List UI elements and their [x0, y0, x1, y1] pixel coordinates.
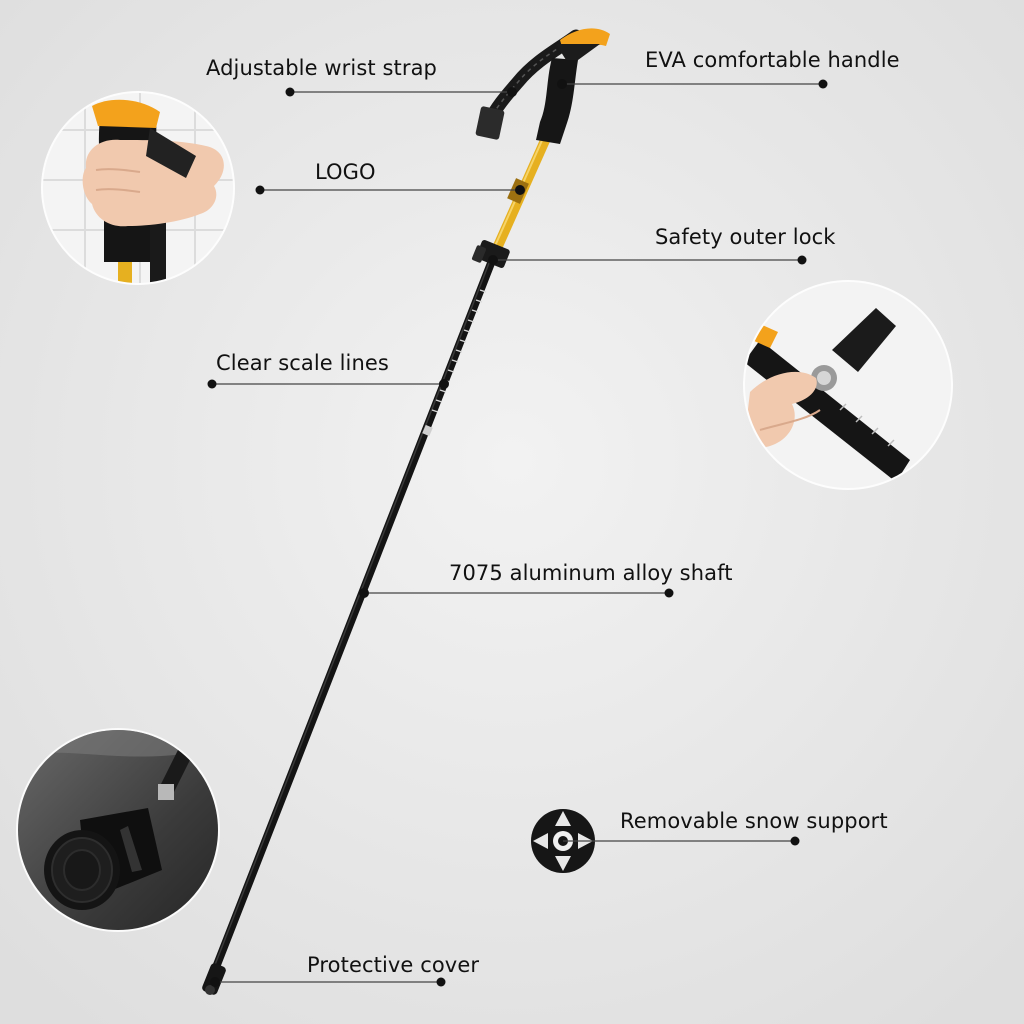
inset-lock-photo — [743, 280, 953, 490]
eva-handle — [536, 28, 610, 144]
pole-shaft — [209, 254, 497, 979]
pole-shaft-highlight — [210, 257, 492, 976]
section-ring — [422, 424, 433, 437]
label-shaft: 7075 aluminum alloy shaft — [449, 561, 733, 585]
inset-tip-photo — [16, 728, 220, 932]
label-wrist-strap: Adjustable wrist strap — [206, 56, 437, 80]
label-snow-support: Removable snow support — [620, 809, 888, 833]
outer-lock — [471, 240, 510, 268]
label-protective-cover: Protective cover — [307, 953, 480, 977]
callout-lines — [207, 79, 828, 987]
scale-marks — [431, 289, 487, 413]
label-handle: EVA comfortable handle — [645, 48, 900, 72]
label-scale-lines: Clear scale lines — [216, 351, 389, 375]
inset-grip-photo — [41, 91, 235, 285]
trekking-pole — [202, 28, 610, 995]
label-logo: LOGO — [315, 160, 376, 184]
label-outer-lock: Safety outer lock — [655, 225, 836, 249]
